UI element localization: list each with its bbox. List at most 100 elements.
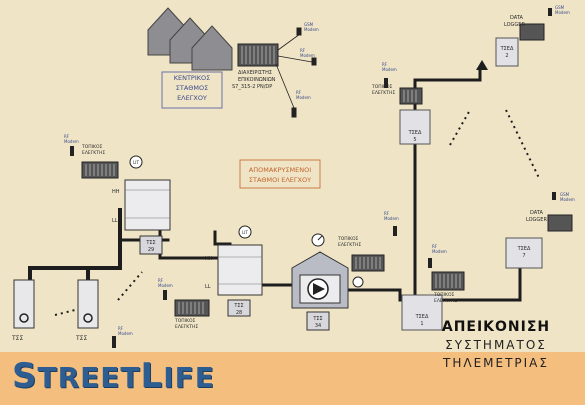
central-station-label-box: ΚΕΝΤΡΙΚΟΣ ΣΤΑΘΜΟΣ ΕΛΕΓΧΟΥ — [161, 71, 223, 109]
local-controller-1-label-2: ΕΛΕΓΚΤΗΣ — [82, 150, 105, 156]
central-rf-2-label-1: RF — [296, 90, 302, 95]
central-gsm-label-2: Modem — [304, 27, 319, 32]
comm-manager-rack — [237, 43, 279, 67]
brand-letter-l: L — [140, 356, 164, 396]
rf-station-3-label-1: RF — [384, 211, 390, 216]
rf-antenna-station-5-icon — [384, 78, 388, 88]
tank-28-label-1: ΤΣΣ — [233, 303, 243, 309]
data-logger-bottom — [547, 214, 573, 232]
tank-29-hh-label: HH — [112, 189, 120, 195]
local-controller-5-label-1: ΤΟΠΙΚΟΣ — [371, 84, 392, 90]
well-2-label: ΤΣΣ — [75, 335, 87, 342]
local-controller-3-label-2: ΕΛΕΓΚΤΗΣ — [338, 242, 361, 248]
data-logger-top — [519, 23, 545, 41]
tank-29-box: ΤΣΣ 29 — [139, 235, 163, 255]
data-logger-top-gsm-2: Modem — [555, 10, 570, 15]
ts-2-label-2: 2 — [505, 53, 508, 59]
local-controller-1-label-1: ΤΟΠΙΚΟΣ — [81, 144, 102, 150]
tank-28-label-2: 28 — [236, 310, 242, 316]
rf-station-2-label-2: Modem — [158, 283, 173, 288]
rf-antenna-station-4-icon — [428, 258, 432, 268]
central-station-label-1: ΚΕΝΤΡΙΚΟΣ — [174, 74, 211, 82]
pump-station-34-box: ΤΣΣ 34 — [306, 311, 330, 331]
rf-station-3-label-2: Modem — [384, 216, 399, 221]
rf-station-4-label-1: RF — [432, 244, 438, 249]
central-station-buildings — [147, 7, 233, 71]
local-controller-1 — [81, 161, 119, 179]
central-rf-antenna-2-icon — [275, 63, 297, 118]
data-logger-top-label-2: LOGGER — [504, 22, 525, 28]
tank-29 — [124, 179, 171, 231]
rf-station-5-label-1: RF — [382, 62, 388, 67]
local-controller-5 — [399, 87, 423, 105]
local-controller-2-label-1: ΤΟΠΙΚΟΣ — [174, 318, 195, 324]
local-controller-4 — [431, 271, 465, 291]
central-station-label-2: ΣΤΑΘΜΟΣ — [176, 84, 208, 92]
central-gsm-label-1: GSM — [304, 22, 314, 27]
tank-28-ll-label: LL — [205, 284, 211, 290]
tank-28-lit-label: LIT — [242, 230, 248, 235]
rf-antenna-station-3-icon — [393, 226, 397, 236]
ts-7-label-1: ΤΣΕΔ — [517, 246, 531, 252]
brand-logo: STREETLIFE — [12, 356, 215, 396]
rf-station-5-label-2: Modem — [382, 67, 397, 72]
central-rf-1-label-2: Modem — [300, 53, 315, 58]
remote-stations-label-box: ΑΠΟΜΑΚΡΥΣΜΕΝΟΙ ΣΤΑΘΜΟΙ ΕΛΕΓΧΟΥ — [239, 159, 321, 189]
pump-station-34 — [291, 251, 349, 309]
rf-antenna-station-1-icon — [70, 146, 74, 156]
tank-29-lit-label: LIT — [133, 160, 139, 165]
brand-letter-s: S — [12, 356, 38, 396]
pump-station-label-1: ΤΣΣ — [312, 316, 322, 322]
central-rf-antenna-1-icon — [277, 55, 317, 66]
ts-1-label-2: 1 — [420, 321, 423, 327]
dotted-links — [54, 109, 541, 316]
ts-7-label-2: 7 — [522, 253, 525, 259]
data-logger-bottom-label-1: DATA — [530, 210, 543, 216]
local-controller-3-label-1: ΤΟΠΙΚΟΣ — [337, 236, 358, 242]
well-1-label: ΤΣΣ — [11, 335, 23, 342]
rf-station-6-label-2: Modem — [118, 331, 133, 336]
ts-station-5: ΤΣΕΔ 5 — [399, 109, 431, 145]
local-controller-3 — [351, 254, 385, 272]
rf-station-4-label-2: Modem — [432, 249, 447, 254]
pump-station-gauge-icon — [311, 233, 325, 247]
tank-28-hh-label: HH — [205, 256, 213, 262]
data-logger-bottom-label-2: LOGGER — [526, 217, 547, 223]
rf-station-6-label-1: RF — [118, 326, 124, 331]
flow-arrow-icon — [476, 60, 488, 70]
comm-manager-label-3: S7_315-2 PN/DP — [232, 84, 272, 90]
tank-29-lit-icon: LIT — [129, 155, 143, 169]
central-rf-1-label-1: RF — [300, 48, 306, 53]
comm-manager-label-1: ΔΙΑΧΕΙΡΙΣΤΗΣ — [238, 70, 272, 76]
data-logger-bottom-gsm-icon — [552, 192, 556, 200]
tank-28-box: ΤΣΣ 28 — [227, 299, 251, 317]
local-controller-4-label-2: ΕΛΕΓΚΤΗΣ — [434, 298, 457, 304]
tank-29-label-1: ΤΣΣ — [145, 240, 155, 246]
rf-station-1-label-1: RF — [64, 134, 70, 139]
local-controller-4-label-1: ΤΟΠΙΚΟΣ — [433, 292, 454, 298]
ts-5-label-2: 5 — [413, 137, 416, 143]
comm-manager-label-2: ΕΠΙΚΟΙΝΩΝΙΩΝ — [238, 77, 276, 83]
ts-station-1: ΤΣΕΔ 1 — [401, 294, 443, 331]
caption-line-1: ΑΠΕΙΚΟΝΙΣΗ — [441, 319, 551, 335]
ts-1-label-1: ΤΣΕΔ — [415, 314, 429, 320]
central-gsm-antenna-icon — [277, 27, 302, 51]
rf-station-2-label-1: RF — [158, 278, 164, 283]
caption-line-2: ΣΥΣΤΗΜΑΤΟΣ — [445, 338, 547, 352]
rf-station-1-label-2: Modem — [64, 139, 79, 144]
tank-28 — [217, 244, 263, 296]
diagram-caption: ΑΠΕΙΚΟΝΙΣΗ ΣΥΣΤΗΜΑΤΟΣ ΤΗΛΕΜΕΤΡΙΑΣ — [421, 318, 571, 372]
data-logger-bottom-gsm-1: GSM — [560, 192, 570, 197]
ts-5-label-1: ΤΣΕΔ — [408, 130, 422, 136]
ts-station-2: ΤΣΕΔ 2 — [495, 37, 519, 67]
brand-word-ife: IFE — [163, 361, 215, 394]
caption-line-3: ΤΗΛΕΜΕΤΡΙΑΣ — [443, 356, 549, 370]
pump-sensor-icon — [352, 276, 364, 288]
local-controller-5-label-2: ΕΛΕΓΚΤΗΣ — [372, 90, 395, 96]
remote-stations-label-2: ΣΤΑΘΜΟΙ ΕΛΕΓΧΟΥ — [249, 176, 311, 184]
well-2 — [77, 279, 99, 329]
data-logger-bottom-gsm-2: Modem — [560, 197, 575, 202]
brand-word-treet: TREET — [37, 361, 141, 394]
